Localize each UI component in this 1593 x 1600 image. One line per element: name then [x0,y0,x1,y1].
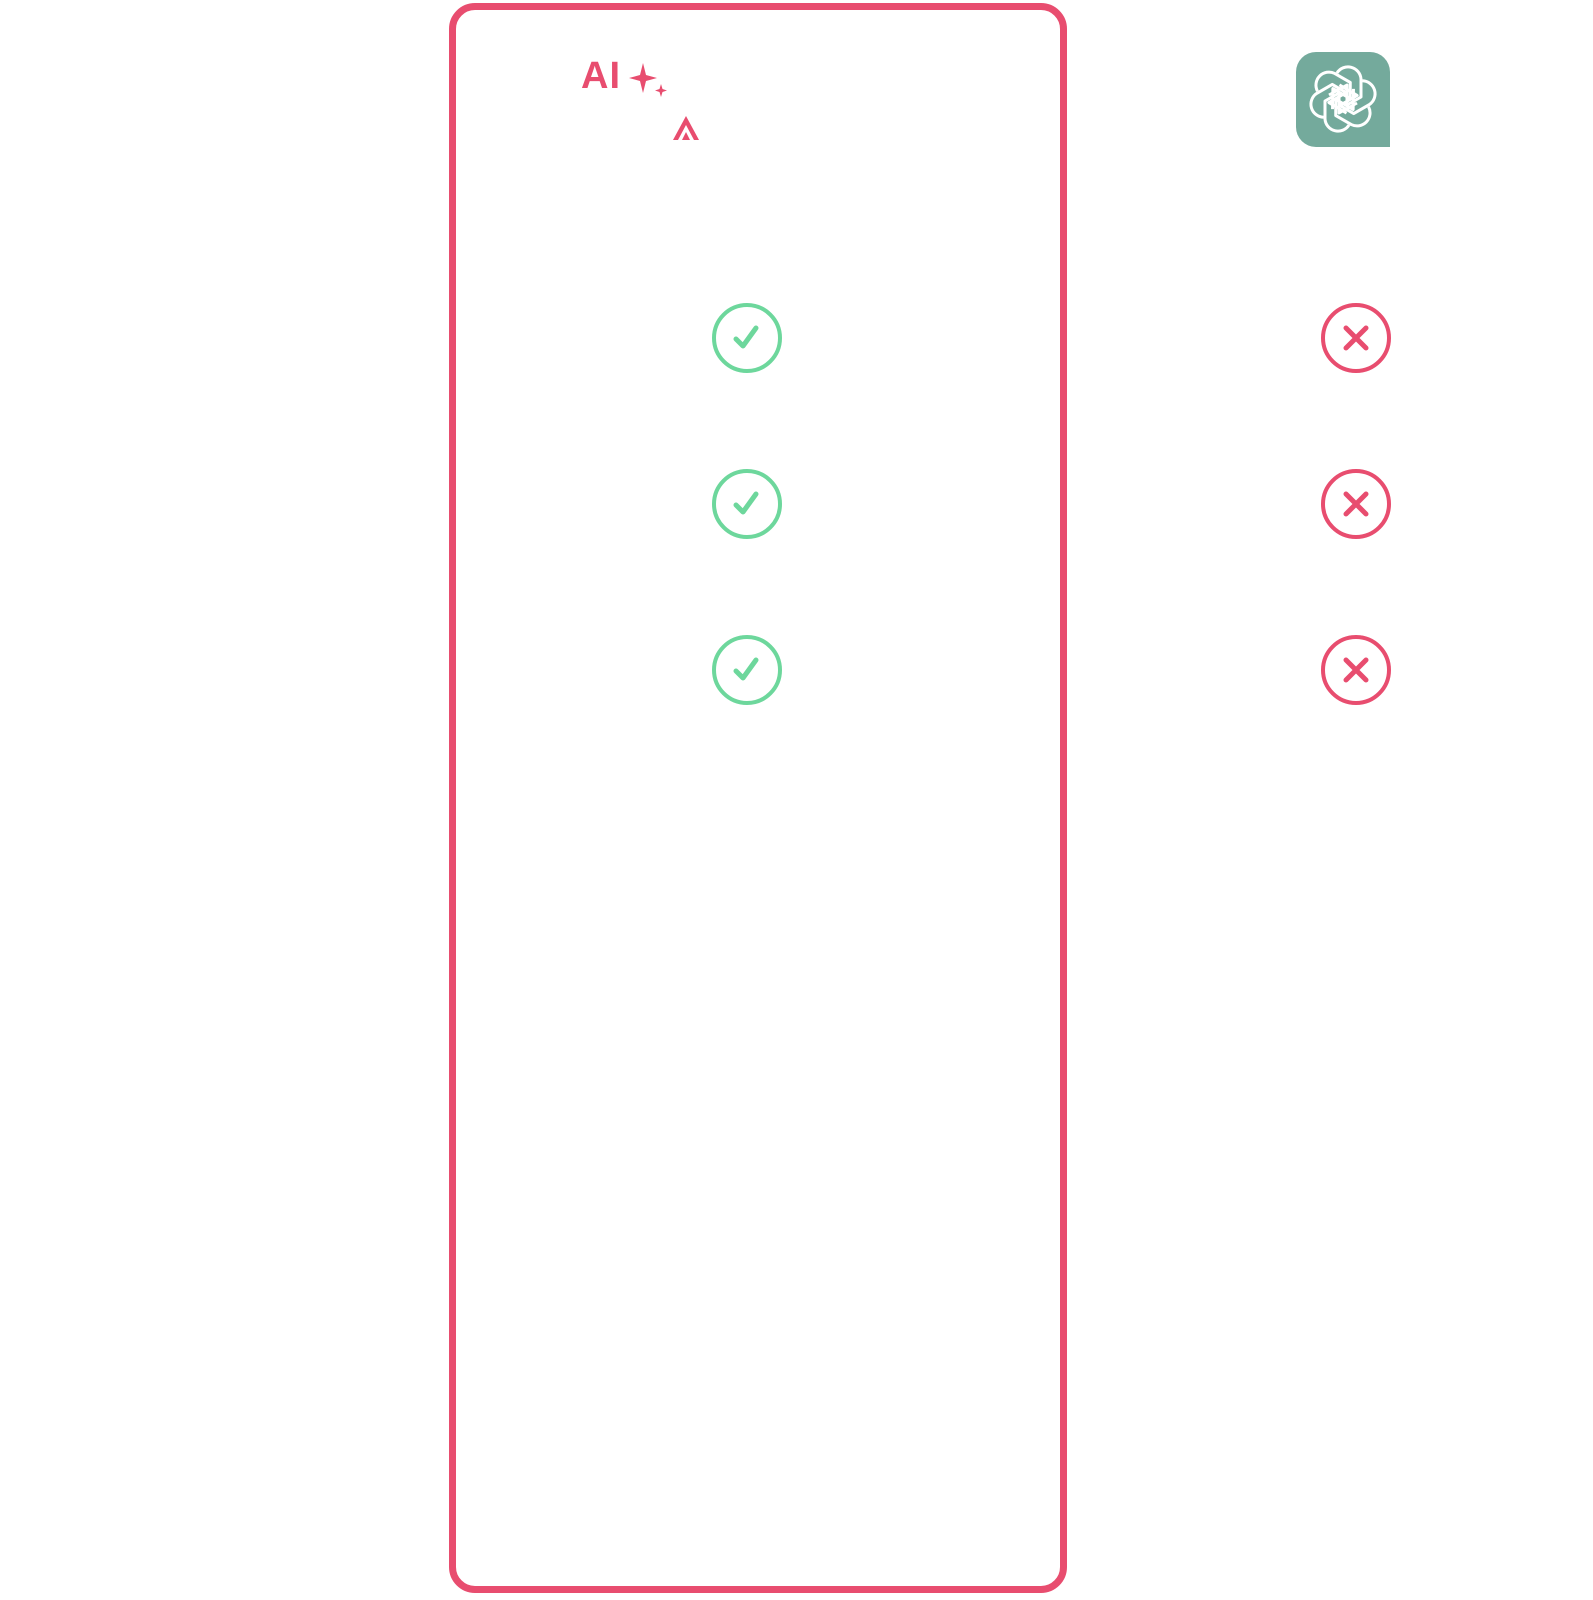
x-circle-icon [1319,467,1393,541]
x-circle-icon [1319,301,1393,375]
brand-logo: AI [577,55,727,150]
check-circle-icon [710,633,784,707]
left-card-frame [449,3,1067,1593]
sparkles-icon [629,63,667,97]
chatgpt-logo-icon [1296,52,1390,147]
check-circle-icon [710,301,784,375]
chatgpt-logo [1296,52,1390,147]
logo-text: AI [581,55,621,97]
check-circle-icon [710,467,784,541]
x-circle-icon [1319,633,1393,707]
caret-up-icon [673,116,699,140]
